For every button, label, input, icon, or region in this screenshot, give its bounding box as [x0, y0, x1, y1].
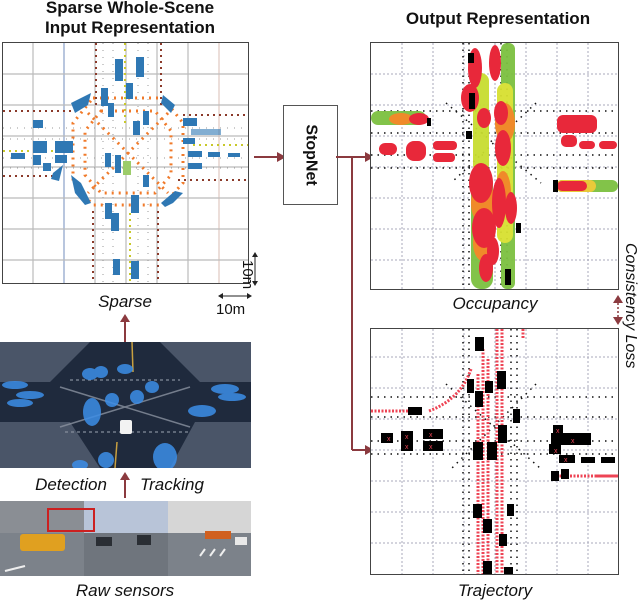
- tracking-label: Tracking: [140, 475, 204, 494]
- scale-vertical-label: 10m: [239, 260, 256, 290]
- sparse-scene-plot: [3, 43, 248, 283]
- branch-arrows-icon: [336, 152, 374, 455]
- input-title-line1: Sparse Whole-Scene: [45, 0, 215, 17]
- svg-text:x: x: [556, 428, 560, 435]
- right-arrow-icon: [254, 152, 286, 162]
- svg-text:x: x: [429, 432, 433, 439]
- up-arrow-icon: [120, 472, 130, 498]
- input-title: Sparse Whole-Scene Input Representation: [0, 0, 260, 38]
- raw-sensors-label: Raw sensors: [75, 581, 175, 600]
- detection-tracking-render: [0, 342, 251, 468]
- svg-text:x: x: [571, 438, 575, 445]
- sparse-caption: Sparse: [98, 292, 152, 311]
- raw-sensor-camera-strip: [0, 501, 251, 576]
- svg-text:x: x: [405, 444, 409, 451]
- sparse-input-panel: [2, 42, 249, 284]
- occupancy-caption: Occupancy: [452, 294, 538, 313]
- svg-text:x: x: [564, 457, 568, 464]
- consistency-loss-label: Consistency Loss: [622, 243, 639, 369]
- stopnet-model-box: StopNet: [283, 105, 338, 205]
- ego-vehicle-icon: [120, 420, 132, 434]
- svg-text:x: x: [405, 434, 409, 441]
- detection-label: Detection: [35, 475, 107, 494]
- horizontal-scale-bar-icon: [218, 293, 252, 299]
- svg-text:x: x: [554, 448, 558, 455]
- stopnet-label: StopNet: [302, 124, 320, 186]
- output-title: Output Representation: [405, 9, 591, 28]
- input-title-line2: Input Representation: [44, 18, 215, 37]
- up-arrow-icon: [120, 314, 130, 342]
- scale-horizontal-label: 10m: [216, 301, 246, 318]
- svg-text:x: x: [387, 436, 391, 443]
- vertical-scale-bar-icon: [252, 252, 258, 286]
- occupancy-plot: [371, 43, 618, 289]
- double-arrow-icon: [613, 295, 623, 325]
- yellow-van: [20, 534, 65, 551]
- occupancy-output-panel: [370, 42, 619, 290]
- trajectory-caption: Trajectory: [457, 581, 533, 600]
- svg-text:x: x: [429, 444, 433, 451]
